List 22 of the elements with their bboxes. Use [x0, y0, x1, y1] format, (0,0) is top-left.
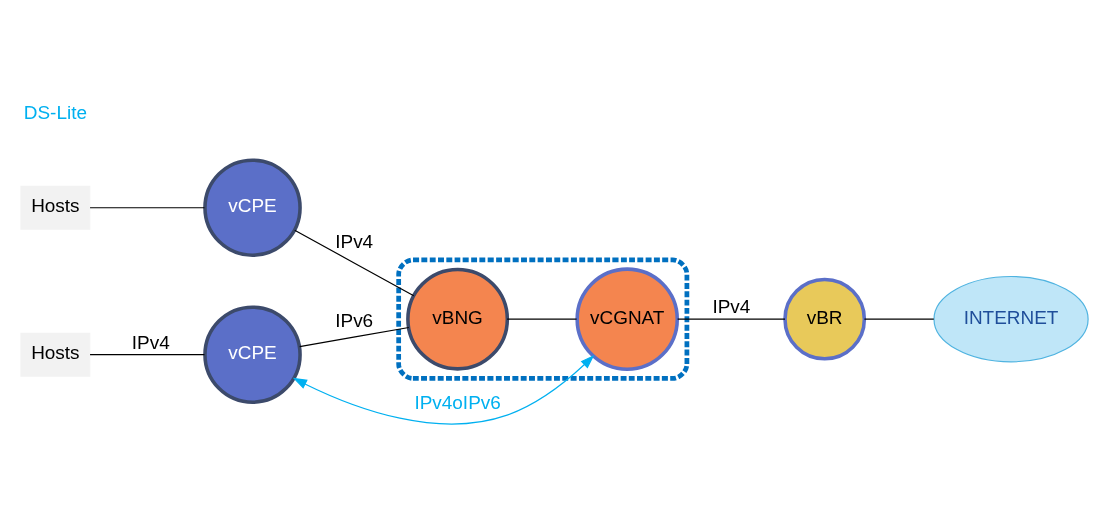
edge-label: IPv4oIPv6	[414, 391, 501, 413]
arrow	[292, 354, 595, 425]
edge-label: IPv6	[335, 309, 374, 331]
connector	[506, 318, 578, 320]
connector	[294, 229, 415, 296]
cluster	[396, 257, 690, 381]
connector	[863, 318, 935, 320]
node-circle: vCPE	[203, 304, 302, 404]
node-circle: vBNG	[406, 267, 510, 371]
edge-label: IPv4	[131, 331, 170, 353]
node-circle: vCPE	[203, 157, 302, 257]
node-box: Hosts	[20, 185, 91, 230]
edge-label: IPv4	[712, 295, 751, 317]
node-circle: vBR	[783, 277, 867, 361]
node-ellipse: INTERNET	[933, 275, 1089, 362]
node-box: Hosts	[20, 332, 91, 377]
connector	[677, 318, 786, 320]
connector	[299, 326, 410, 347]
connector	[89, 353, 206, 355]
label: DS-Lite	[23, 101, 87, 123]
edge-label: IPv4	[335, 230, 374, 252]
connector	[89, 206, 206, 208]
